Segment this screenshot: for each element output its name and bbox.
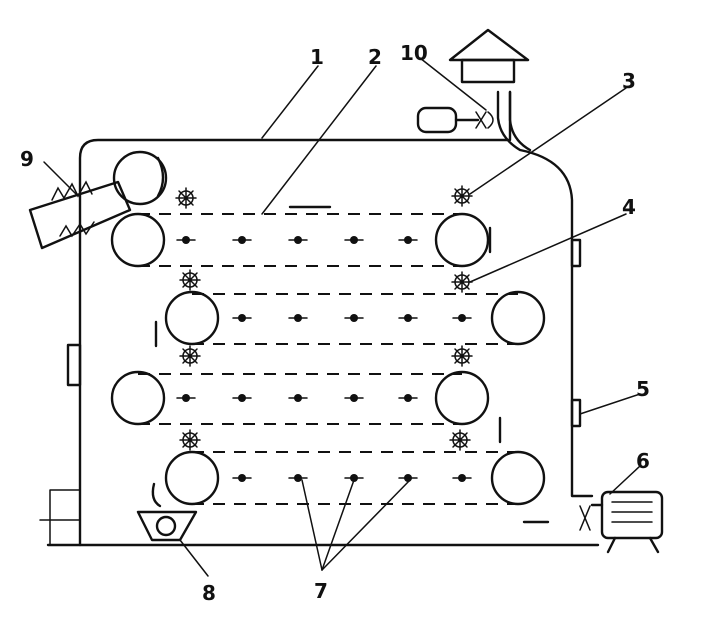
drum-left-1 bbox=[110, 212, 166, 268]
callout-1: 1 bbox=[310, 45, 324, 69]
drum-left-4 bbox=[164, 450, 220, 506]
exhaust-hood bbox=[448, 28, 530, 84]
belt-tier-4 bbox=[164, 450, 546, 506]
drum-left-2 bbox=[164, 290, 220, 346]
feed-drum bbox=[112, 150, 168, 206]
callout-10: 10 bbox=[400, 41, 428, 65]
right-flange-upper bbox=[570, 238, 582, 268]
drum-right-3 bbox=[434, 370, 490, 426]
callout-8: 8 bbox=[202, 581, 216, 605]
callout-2: 2 bbox=[368, 45, 382, 69]
belt-tier-1 bbox=[110, 150, 490, 268]
callout-leaders bbox=[43, 57, 641, 577]
callout-6: 6 bbox=[636, 449, 650, 473]
drum-right-1 bbox=[434, 212, 490, 268]
drum-right-4 bbox=[490, 450, 546, 506]
left-flange bbox=[66, 343, 82, 387]
callout-5: 5 bbox=[636, 377, 650, 401]
discharge-screw bbox=[136, 510, 198, 542]
bottom-left-foot bbox=[39, 489, 81, 546]
transfer-sprockets bbox=[175, 185, 473, 451]
drum-left-3 bbox=[110, 370, 166, 426]
feed-conveyor bbox=[28, 180, 132, 250]
belt-tier-2 bbox=[164, 290, 546, 346]
drum-right-2 bbox=[490, 290, 546, 346]
callout-3: 3 bbox=[622, 69, 636, 93]
drive-motor bbox=[579, 490, 664, 554]
callout-7: 7 bbox=[314, 579, 328, 603]
housing-right-wall-outer bbox=[508, 90, 532, 152]
right-flange-lower bbox=[570, 398, 582, 428]
callout-9: 9 bbox=[20, 147, 34, 171]
idler-rollers bbox=[176, 236, 472, 482]
dryer-housing bbox=[78, 90, 594, 547]
callout-4: 4 bbox=[622, 195, 636, 219]
exhaust-fan-motor bbox=[416, 106, 494, 134]
belt-tier-3 bbox=[110, 370, 490, 426]
flow-arrows bbox=[151, 156, 550, 524]
